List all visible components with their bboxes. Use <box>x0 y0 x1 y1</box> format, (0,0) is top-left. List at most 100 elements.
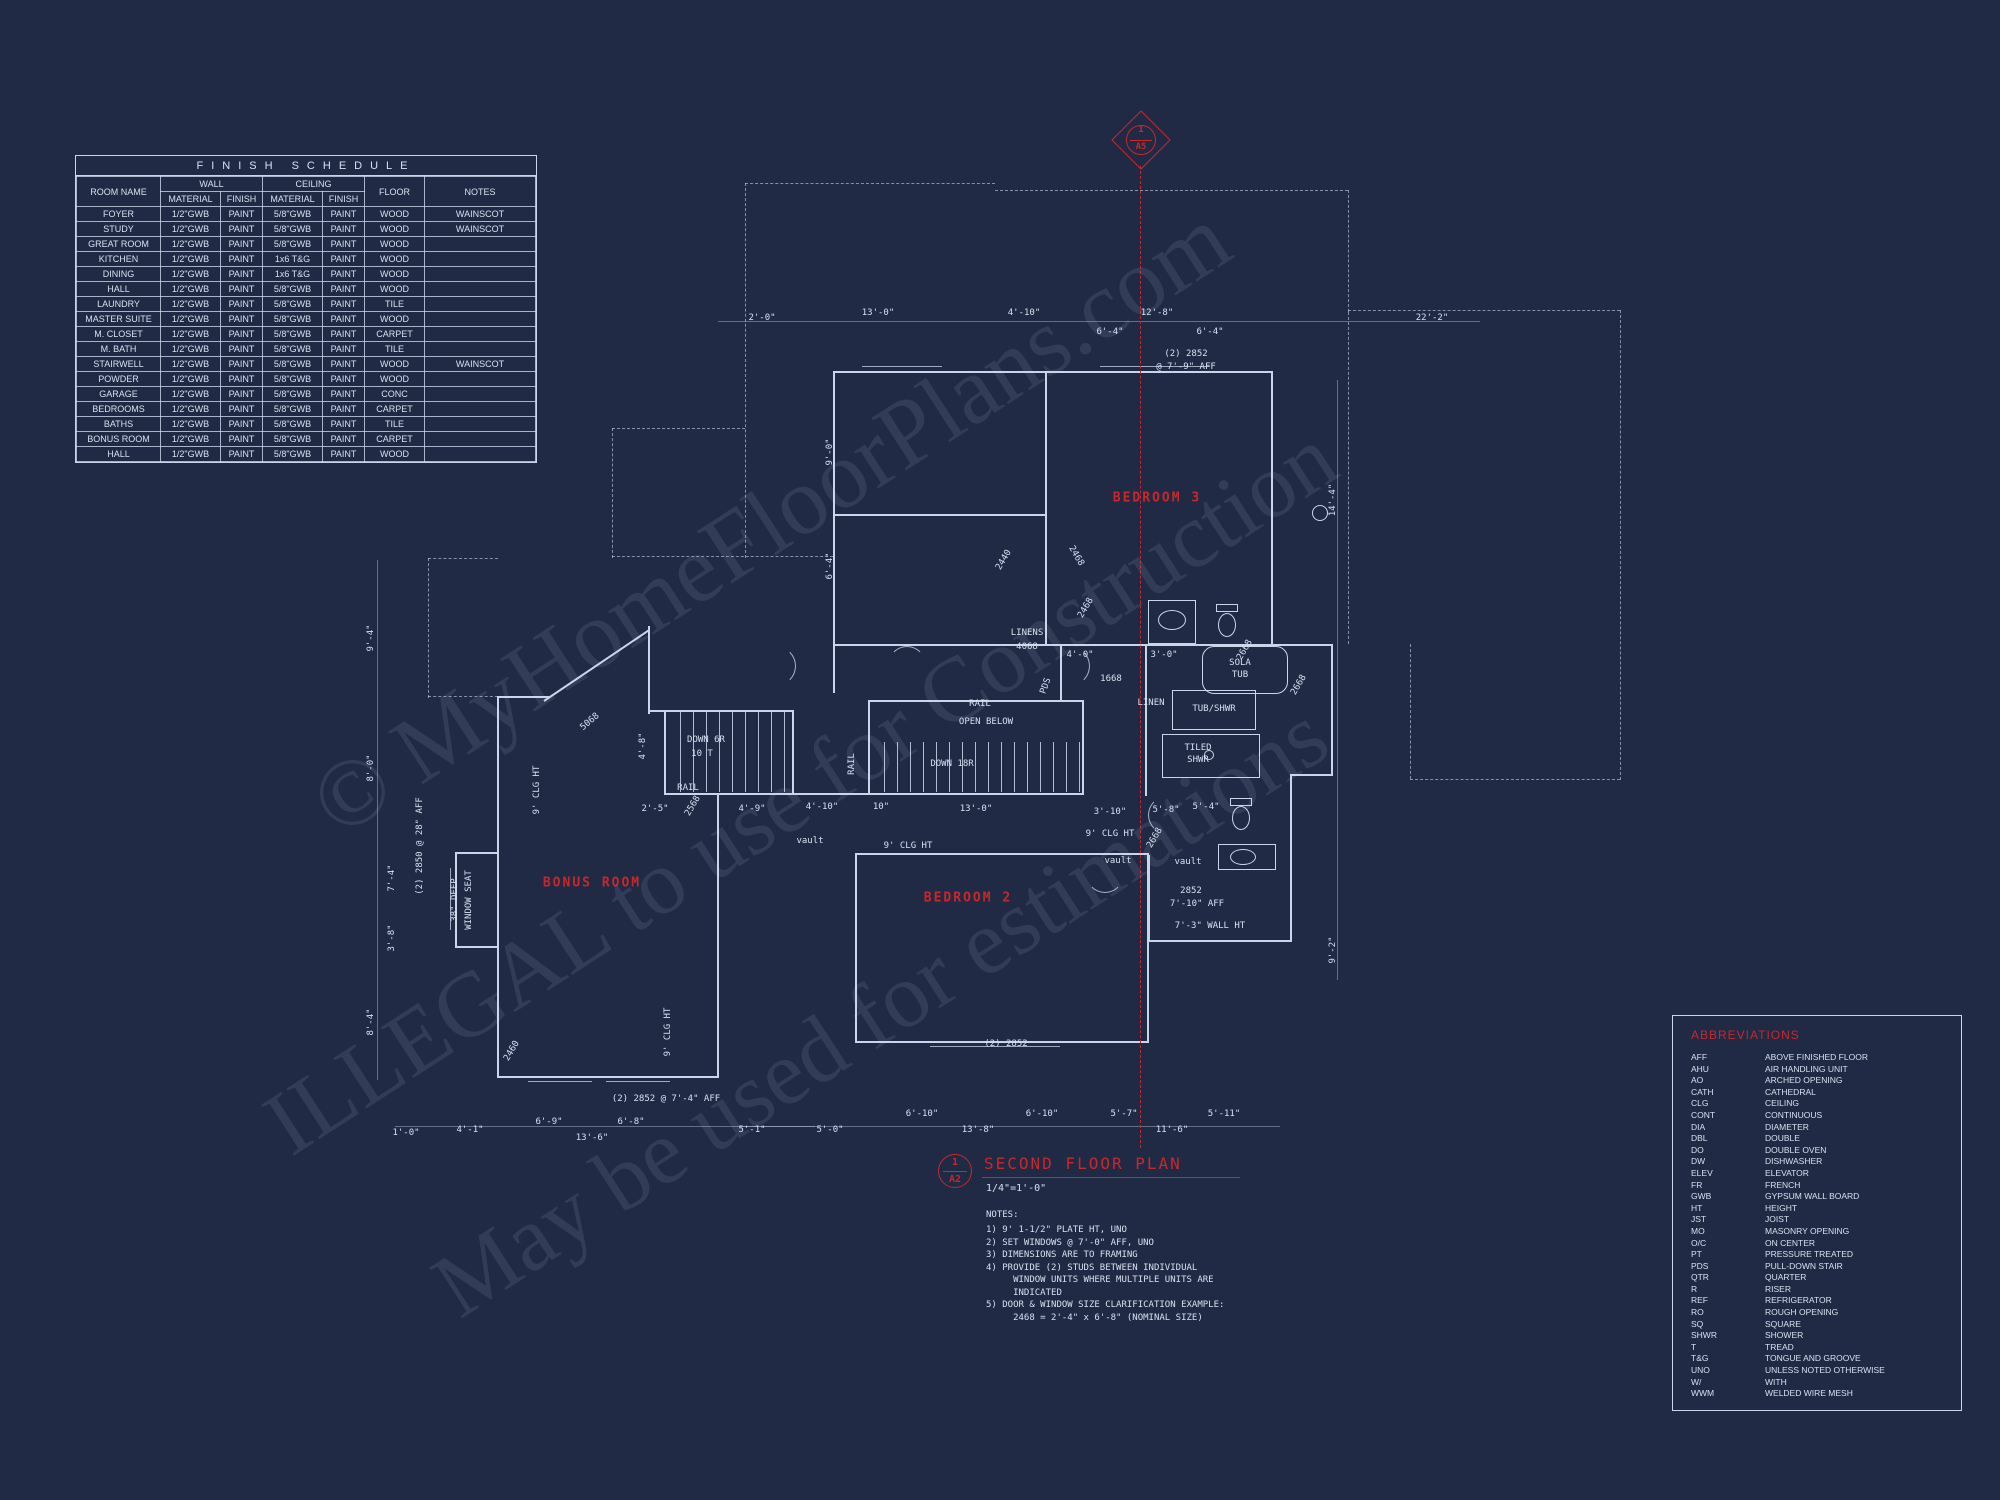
abbreviation-key: UNO <box>1691 1365 1710 1376</box>
finish-schedule-cell: 1x6 T&G <box>262 251 323 267</box>
plan-line <box>1331 644 1333 776</box>
abbreviation-key: DW <box>1691 1156 1706 1167</box>
dimension-label: 5'-4" <box>1192 802 1220 812</box>
dimension-label: 11'-6" <box>1155 1125 1189 1135</box>
dimension-label: LINEN <box>1137 698 1165 708</box>
finish-schedule-cell: PAINT <box>220 446 263 462</box>
dimension-label: 7'-10" AFF <box>1169 899 1225 909</box>
abbreviation-key: R <box>1691 1283 1698 1294</box>
section-marker-number: 1 <box>1138 125 1144 135</box>
finish-schedule-cell: 1/2"GWB <box>160 356 221 372</box>
plan-line <box>930 1046 1060 1047</box>
dimension-label: 4'-0" <box>1066 650 1094 660</box>
plan-line <box>528 1081 592 1082</box>
abbreviation-key: WWM <box>1691 1388 1715 1399</box>
finish-schedule-cell: CONC <box>364 386 425 402</box>
finish-schedule-cell: PAINT <box>220 386 263 402</box>
col-ceiling: CEILING <box>262 176 365 192</box>
finish-schedule-cell <box>424 446 536 462</box>
dimension-label: (2) 2852 <box>1164 349 1208 359</box>
col-ceiling-finish: FINISH <box>322 191 365 207</box>
dimension-label: 5068 <box>578 711 602 733</box>
finish-schedule-cell: 5/8"GWB <box>262 326 323 342</box>
finish-schedule-cell: PAINT <box>220 416 263 432</box>
abbreviation-key: HT <box>1691 1202 1703 1213</box>
finish-schedule-cell <box>424 266 536 282</box>
abbreviation-key: SQ <box>1691 1318 1704 1329</box>
plan-line <box>1082 700 1084 795</box>
abbreviation-value: DIAMETER <box>1765 1121 1809 1132</box>
plan-line <box>377 560 378 1080</box>
plan-line <box>855 1041 1149 1043</box>
finish-schedule-cell: BATHS <box>76 416 161 432</box>
sheet-marker-sheet: A2 <box>948 1174 962 1185</box>
abbreviation-value: SHOWER <box>1765 1330 1804 1341</box>
col-floor: FLOOR <box>364 176 425 207</box>
finish-schedule-cell: 1/2"GWB <box>160 266 221 282</box>
col-ceiling-material: MATERIAL <box>262 191 323 207</box>
abbreviation-key: O/C <box>1691 1237 1707 1248</box>
dimension-label: 13'-0" <box>861 308 895 318</box>
abbreviation-value: REFRIGERATOR <box>1765 1295 1832 1306</box>
plan-line <box>1348 310 1620 311</box>
dimension-label: 8'-0" <box>366 754 376 782</box>
finish-schedule-cell: DINING <box>76 266 161 282</box>
plan-line <box>1410 779 1620 780</box>
dimension-label: DOWN 18R <box>930 759 974 769</box>
abbreviation-key: JST <box>1691 1214 1707 1225</box>
dimension-label: 2668 <box>1145 826 1165 850</box>
abbreviation-key: DIA <box>1691 1121 1706 1132</box>
col-room-name: ROOM NAME <box>76 176 161 207</box>
finish-schedule-cell: 1/2"GWB <box>160 371 221 387</box>
dimension-label: 13'-8" <box>961 1125 995 1135</box>
column-circle <box>1312 505 1328 521</box>
dimension-label: 10" <box>872 802 890 812</box>
abbreviation-item: UNO UNLESS NOTED OTHERWISE <box>1691 1365 1955 1377</box>
finish-schedule-cell: PAINT <box>220 266 263 282</box>
abbreviation-value: ARCHED OPENING <box>1765 1075 1843 1086</box>
marker-divider <box>1130 140 1152 141</box>
finish-schedule-cell: PAINT <box>322 236 365 252</box>
finish-schedule-cell: PAINT <box>322 221 365 237</box>
toilet-tank <box>1216 604 1238 612</box>
finish-schedule-cell: WOOD <box>364 266 425 282</box>
dimension-label: 2668 <box>1289 673 1309 697</box>
abbreviation-value: ABOVE FINISHED FLOOR <box>1765 1052 1868 1062</box>
dimension-label: 5'-1" <box>738 1125 766 1135</box>
finish-schedule-cell <box>424 251 536 267</box>
sheet-marker: 1 A2 <box>938 1154 972 1188</box>
plan-line <box>1290 774 1333 776</box>
abbreviation-value: UNLESS NOTED OTHERWISE <box>1765 1365 1885 1376</box>
dimension-label: 9' CLG HT <box>663 1007 673 1057</box>
finish-schedule-cell: PAINT <box>322 296 365 312</box>
abbreviation-value: CEILING <box>1765 1098 1800 1109</box>
shower-drain <box>1204 750 1214 760</box>
abbreviation-key: QTR <box>1691 1272 1709 1283</box>
plan-line <box>395 1126 815 1127</box>
plan-line <box>497 696 499 1078</box>
dimension-label: 22'-2" <box>1415 313 1449 323</box>
finish-schedule-cell: M. BATH <box>76 341 161 357</box>
tub-symbol <box>1202 646 1288 694</box>
plan-line <box>718 321 1480 322</box>
finish-schedule-cell: PAINT <box>322 326 365 342</box>
finish-schedule-cell: 5/8"GWB <box>262 236 323 252</box>
plan-line <box>1348 312 1349 644</box>
dimension-label: 5'-7" <box>1110 1109 1138 1119</box>
finish-schedule-cell: PAINT <box>322 281 365 297</box>
abbreviation-key: T&G <box>1691 1353 1709 1364</box>
finish-schedule-cell: 1/2"GWB <box>160 206 221 222</box>
